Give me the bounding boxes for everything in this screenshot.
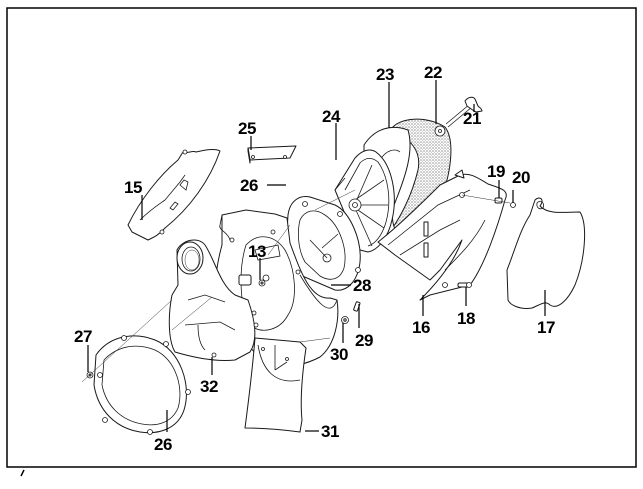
callout-21: 21	[463, 109, 481, 128]
washer-22	[434, 125, 446, 137]
callout-17: 17	[537, 318, 555, 337]
right-side-panel	[377, 169, 507, 301]
washer-30	[341, 316, 349, 324]
number-plate	[506, 197, 585, 309]
callout-26-lower: 26	[154, 435, 172, 454]
callout-19: 19	[487, 162, 505, 181]
mud-flap	[244, 337, 331, 433]
callout-24: 24	[322, 107, 341, 126]
callout-16: 16	[412, 318, 430, 337]
callout-32: 32	[200, 377, 218, 396]
callout-15: 15	[124, 178, 142, 197]
callout-25: 25	[238, 119, 256, 138]
diagram-frame	[6, 7, 637, 468]
callout-labels: 23 22 21 24 25 26 15 13 28 19 20 18 16 1…	[74, 63, 555, 454]
gasket-lower	[93, 335, 191, 435]
callout-28: 28	[353, 276, 371, 295]
callout-31: 31	[321, 422, 339, 441]
callout-30: 30	[330, 345, 348, 364]
callout-20: 20	[512, 168, 530, 187]
callout-22: 22	[424, 63, 442, 82]
plate-25	[247, 145, 297, 164]
callout-23: 23	[376, 65, 394, 84]
leader-lines	[87, 80, 546, 432]
callout-18: 18	[457, 309, 475, 328]
corner-mark	[20, 469, 25, 477]
screw-18	[457, 282, 472, 288]
callout-13: 13	[248, 242, 266, 261]
nut-13	[258, 279, 266, 287]
gasket-upper	[287, 196, 361, 291]
nut-27	[81, 299, 173, 383]
assembly-lines	[171, 189, 356, 331]
callout-29: 29	[355, 331, 373, 350]
filter-cage	[334, 149, 395, 253]
left-side-cover	[127, 148, 221, 241]
intake-boot	[168, 239, 259, 361]
callout-26-upper: 26	[240, 176, 258, 195]
callout-27: 27	[74, 327, 92, 346]
